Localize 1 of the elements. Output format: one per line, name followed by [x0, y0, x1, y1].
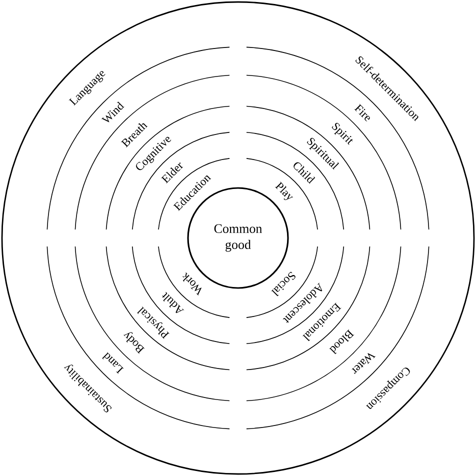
ring-label: Play [275, 182, 293, 200]
